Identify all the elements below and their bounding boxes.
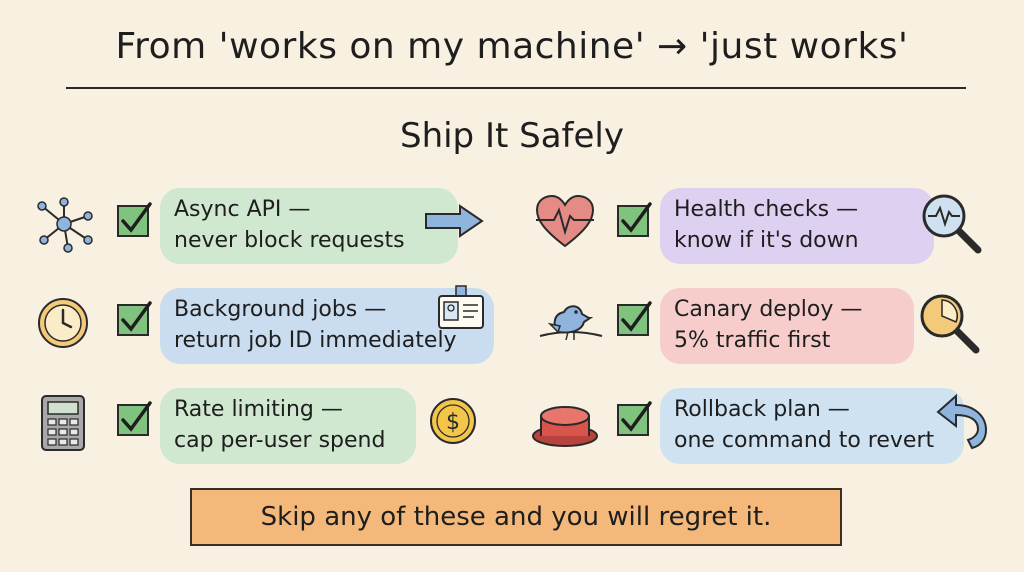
footer-text: Skip any of these and you will regret it… bbox=[260, 502, 772, 532]
calculator-icon bbox=[41, 395, 85, 451]
item-detail: 5% traffic first bbox=[674, 328, 831, 353]
footer-banner: Skip any of these and you will regret it… bbox=[190, 488, 842, 546]
item-canary-deploy: Canary deploy — 5% traffic first bbox=[660, 288, 914, 364]
main-title: From 'works on my machine' → 'just works… bbox=[115, 26, 909, 67]
item-title: Background jobs — bbox=[174, 297, 387, 322]
item-async-api: Async API — never block requests bbox=[160, 188, 458, 264]
checkbox-checked-icon bbox=[617, 301, 652, 336]
magnifier-clock-icon bbox=[920, 294, 980, 354]
id-badge-icon bbox=[438, 285, 484, 329]
item-detail: cap per-user spend bbox=[174, 428, 386, 453]
svg-text:$: $ bbox=[446, 410, 460, 435]
item-rate-limiting: Rate limiting — cap per-user spend bbox=[160, 388, 416, 464]
magnifier-pulse-icon bbox=[922, 194, 982, 254]
checkbox-checked-icon bbox=[617, 401, 652, 436]
item-detail: one command to revert bbox=[674, 428, 935, 453]
item-detail: know if it's down bbox=[674, 228, 859, 253]
bird-icon bbox=[539, 305, 603, 341]
checkbox-checked-icon bbox=[117, 301, 152, 336]
item-title: Canary deploy — bbox=[674, 297, 863, 322]
item-detail: return job ID immediately bbox=[174, 328, 457, 353]
dollar-coin-icon: $ bbox=[430, 398, 476, 444]
network-icon bbox=[37, 197, 93, 253]
heartbeat-icon bbox=[535, 194, 595, 248]
arrow-right-icon bbox=[425, 204, 484, 238]
checkbox-checked-icon bbox=[617, 202, 652, 237]
undo-arrow-icon bbox=[936, 393, 988, 450]
item-title: Health checks — bbox=[674, 197, 859, 222]
item-title: Async API — bbox=[174, 197, 311, 222]
clock-icon bbox=[38, 298, 88, 348]
subtitle: Ship It Safely bbox=[399, 116, 624, 156]
red-button-icon bbox=[532, 406, 598, 447]
item-detail: never block requests bbox=[174, 228, 405, 253]
item-rollback-plan: Rollback plan — one command to revert bbox=[660, 388, 964, 464]
checkbox-checked-icon bbox=[117, 202, 152, 237]
checkbox-checked-icon bbox=[117, 401, 152, 436]
item-health-checks: Health checks — know if it's down bbox=[660, 188, 934, 264]
item-title: Rollback plan — bbox=[674, 397, 850, 422]
item-title: Rate limiting — bbox=[174, 397, 343, 422]
title-divider bbox=[66, 87, 966, 89]
